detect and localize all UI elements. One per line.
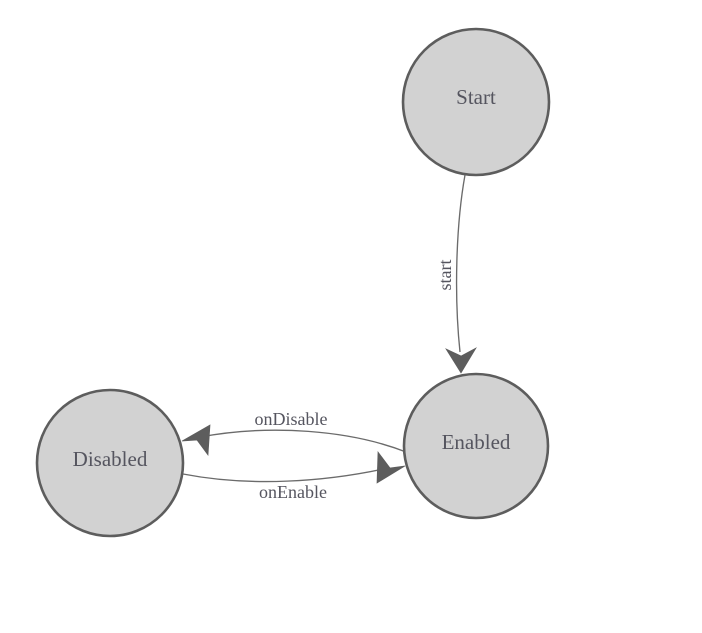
edge-start-to-enabled[interactable]: start — [435, 174, 477, 374]
edge-disabled-to-enabled-arrowhead — [376, 450, 406, 484]
node-disabled[interactable]: Disabled — [35, 388, 185, 538]
edge-enabled-to-disabled[interactable]: onDisable — [181, 409, 407, 456]
edge-disabled-to-enabled[interactable]: onEnable — [182, 450, 406, 502]
node-enabled-circle — [402, 372, 550, 520]
edge-disabled-to-enabled-path — [182, 467, 389, 483]
edge-label-onenable: onEnable — [259, 482, 327, 502]
node-enabled-label: Enabled — [442, 430, 511, 454]
edge-label-start: start — [435, 260, 455, 291]
edge-start-to-enabled-path — [455, 174, 466, 353]
edge-enabled-to-disabled-arrowhead — [181, 424, 211, 456]
node-start[interactable]: Start — [401, 27, 551, 177]
edge-enabled-to-disabled-path — [199, 429, 407, 453]
node-disabled-label: Disabled — [73, 447, 148, 471]
node-start-circle — [401, 27, 551, 177]
node-start-label: Start — [456, 85, 496, 109]
edge-label-ondisable: onDisable — [255, 409, 328, 429]
node-disabled-circle — [35, 388, 185, 538]
node-enabled[interactable]: Enabled — [402, 372, 550, 520]
edge-start-to-enabled-arrowhead — [445, 347, 477, 374]
